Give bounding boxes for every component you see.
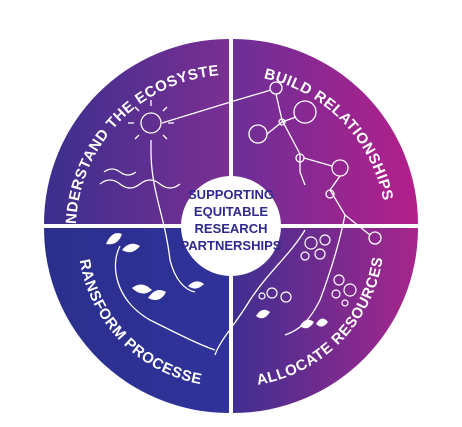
quadrant-understand-ecosystem xyxy=(44,39,229,224)
center-circle xyxy=(181,176,281,276)
center-line-3: RESEARCH xyxy=(195,221,268,236)
center-line-1: SUPPORTING xyxy=(188,187,274,202)
flow-line xyxy=(214,229,306,356)
quadrant-build-relationships xyxy=(233,39,418,224)
quadrant-transform-processes xyxy=(44,228,229,413)
center-line-2: EQUITABLE xyxy=(194,204,268,219)
sun-icon xyxy=(128,100,174,146)
bubble-cluster-icon xyxy=(258,234,357,307)
root-line xyxy=(150,145,171,261)
stem-line-2 xyxy=(169,259,196,293)
wave-icon xyxy=(99,168,181,189)
sun-beam-line xyxy=(161,89,272,124)
network-node-icon xyxy=(248,81,382,245)
flow-line-right xyxy=(284,214,346,336)
leaf-icon xyxy=(106,233,328,329)
center-line-4: PARTNERSHIPS xyxy=(181,238,282,253)
stem-line xyxy=(114,245,216,351)
